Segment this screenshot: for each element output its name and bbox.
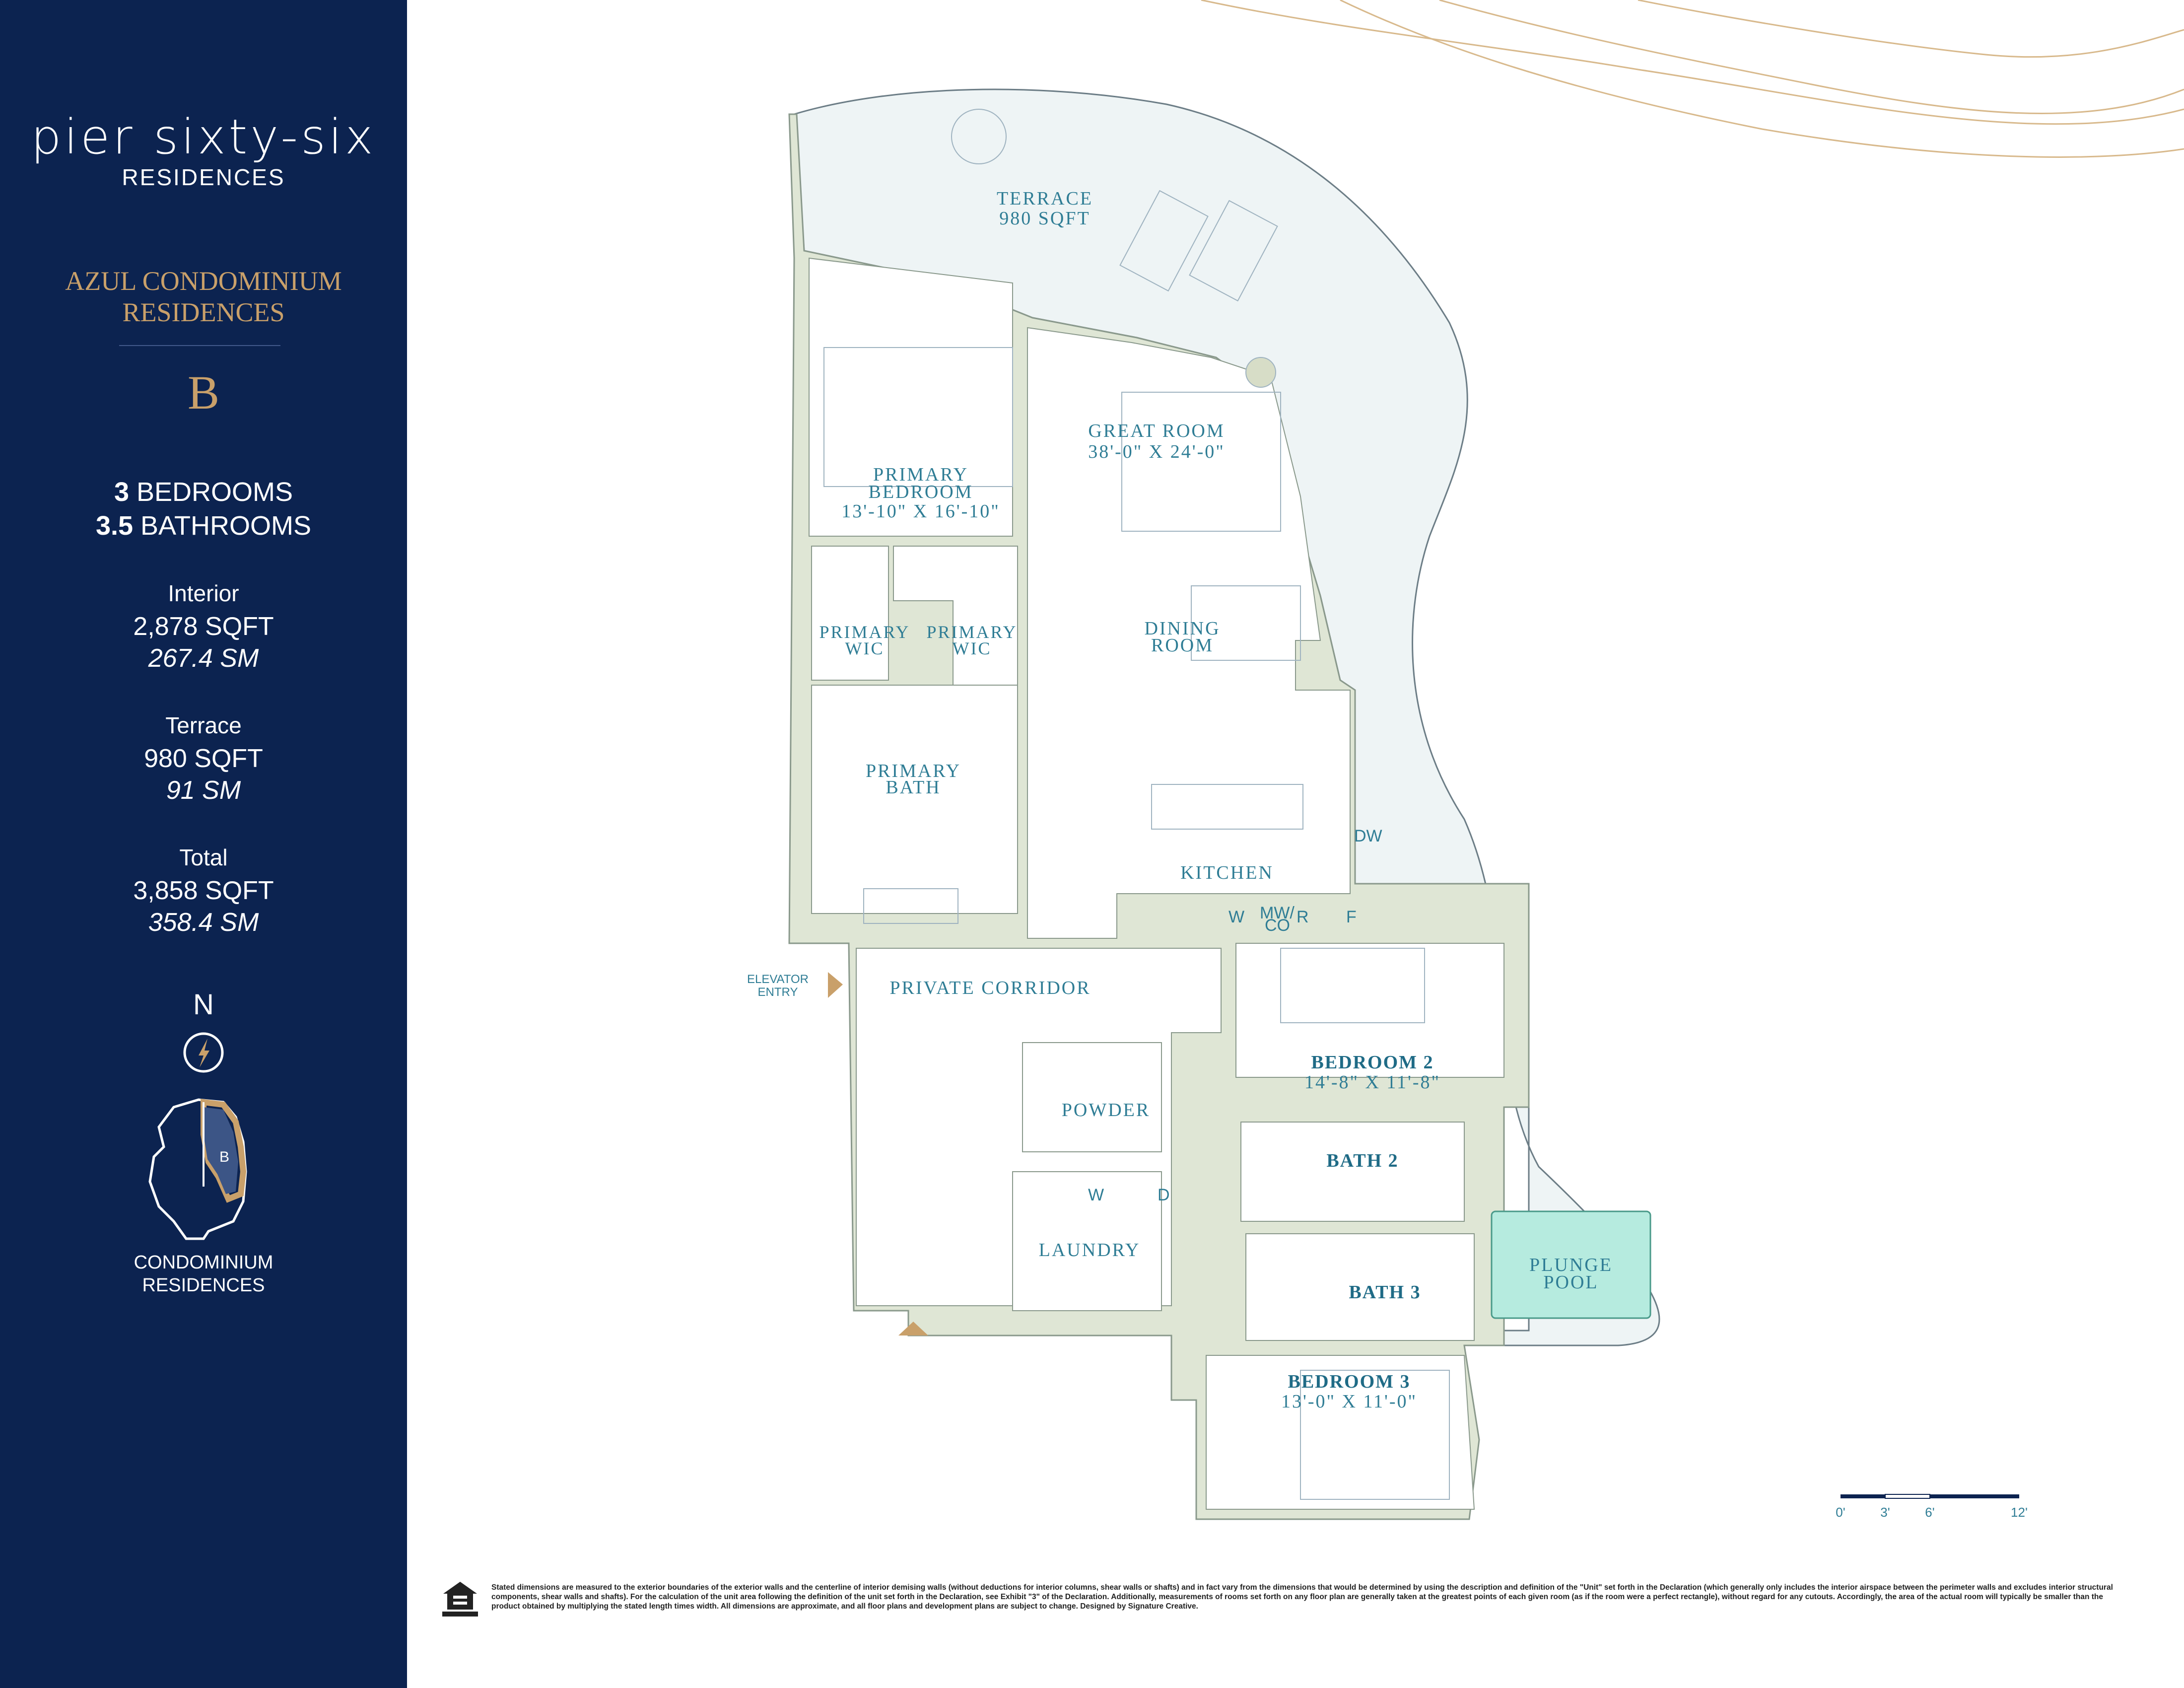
label-plunge-2: POOL xyxy=(1543,1272,1598,1293)
keyplan-caption-2: RESIDENCES xyxy=(142,1275,265,1296)
label-great-room-dim: 38'-0" X 24'-0" xyxy=(1088,441,1225,462)
label-terrace: TERRACE xyxy=(997,188,1093,209)
label-bath-2: BATH 2 xyxy=(1326,1150,1398,1171)
total-label: Total xyxy=(179,844,228,870)
scale-12: 12' xyxy=(2011,1505,2028,1520)
label-terrace-area: 980 SQFT xyxy=(999,208,1090,229)
keyplan-unit-label: B xyxy=(219,1149,229,1165)
bathrooms-count: 3.5 xyxy=(95,511,134,541)
scale-6: 6' xyxy=(1925,1505,1934,1520)
label-primary-bedroom-1: PRIMARY xyxy=(873,464,968,485)
plunge-pool xyxy=(1491,1210,1651,1319)
label-refrigerator: R xyxy=(1297,908,1309,926)
bedrooms-label: BEDROOMS xyxy=(136,477,293,507)
bathrooms-label: BATHROOMS xyxy=(140,511,312,541)
bathrooms-spec: 3.5 BATHROOMS xyxy=(0,510,407,541)
label-primary-bedroom-2: BEDROOM xyxy=(868,482,973,502)
label-freezer: F xyxy=(1346,908,1357,926)
label-bath-3: BATH 3 xyxy=(1349,1282,1421,1303)
bedrooms-count: 3 xyxy=(114,477,129,507)
label-elevator-2: ENTRY xyxy=(758,985,798,999)
label-primary-wic-a-2: WIC xyxy=(845,638,885,658)
label-plunge-1: PLUNGE xyxy=(1529,1255,1613,1275)
collection-line-2: RESIDENCES xyxy=(122,297,285,327)
label-laundry: LAUNDRY xyxy=(1039,1240,1141,1261)
label-bedroom-2: BEDROOM 2 xyxy=(1311,1052,1433,1073)
room-fills xyxy=(809,257,1504,1510)
label-primary-bath-1: PRIMARY xyxy=(866,761,961,781)
interior-sqft: 2,878 SQFT xyxy=(133,612,274,641)
terrace-sm: 91 SM xyxy=(166,776,241,805)
label-dishwasher: DW xyxy=(1354,827,1382,845)
compass-icon xyxy=(183,1032,224,1073)
secondary-entry-arrow xyxy=(898,1322,928,1336)
decorative-wave-lines xyxy=(1201,0,2184,158)
keyplan-caption-1: CONDOMINIUM xyxy=(134,1252,273,1273)
label-primary-bath-2: BATH xyxy=(886,777,941,798)
total-sm: 358.4 SM xyxy=(148,908,259,937)
terrace-sqft: 980 SQFT xyxy=(144,744,263,773)
brand-subtitle: RESIDENCES xyxy=(122,164,285,190)
label-dryer: D xyxy=(1158,1186,1170,1204)
terrace-area xyxy=(793,88,1660,1346)
label-private-corridor: PRIVATE CORRIDOR xyxy=(889,978,1091,998)
keyplan-icon: B xyxy=(148,1098,247,1240)
bedrooms-spec: 3 BEDROOMS xyxy=(0,477,407,507)
label-kitchen-w: W xyxy=(1228,908,1244,926)
label-bedroom-3: BEDROOM 3 xyxy=(1288,1371,1410,1392)
label-powder: POWDER xyxy=(1062,1100,1150,1121)
interior-sm: 267.4 SM xyxy=(148,644,259,673)
scale-0: 0' xyxy=(1836,1505,1845,1520)
label-primary-wic-a-1: PRIMARY xyxy=(819,622,910,642)
scale-3: 3' xyxy=(1880,1505,1890,1520)
label-dining-2: ROOM xyxy=(1151,635,1214,656)
compass-north-label: N xyxy=(193,988,214,1021)
label-elevator-1: ELEVATOR xyxy=(747,973,809,986)
label-kitchen: KITCHEN xyxy=(1180,862,1274,883)
disclaimer-text: Stated dimensions are measured to the ex… xyxy=(491,1583,2113,1611)
collection-line-1: AZUL CONDOMINIUM xyxy=(65,266,342,296)
label-primary-bedroom-dim: 13'-10" X 16'-10" xyxy=(841,501,1000,522)
brand-logo: pier sixty-six xyxy=(31,109,376,165)
label-bedroom-2-dim: 14'-8" X 11'-8" xyxy=(1304,1072,1440,1093)
furniture-lines xyxy=(823,109,1450,1500)
label-primary-wic-b-1: PRIMARY xyxy=(926,622,1017,642)
scale-bar: 0' 3' 6' 12' xyxy=(1836,1494,2028,1520)
elevator-entry-arrow xyxy=(828,972,843,998)
sidebar-divider xyxy=(119,345,280,346)
total-sqft: 3,858 SQFT xyxy=(133,876,274,905)
label-bedroom-3-dim: 13'-0" X 11'-0" xyxy=(1281,1391,1417,1412)
label-mw: MW/ xyxy=(1260,904,1295,922)
label-washer: W xyxy=(1088,1186,1104,1204)
sidebar: pier sixty-six RESIDENCES AZUL CONDOMINI… xyxy=(0,0,407,1688)
label-co: CO xyxy=(1265,916,1290,935)
terrace-label: Terrace xyxy=(165,712,242,738)
equal-housing-icon xyxy=(442,1582,478,1617)
interior-label: Interior xyxy=(168,580,239,606)
unit-letter: B xyxy=(187,366,220,419)
label-great-room: GREAT ROOM xyxy=(1088,421,1225,441)
label-primary-wic-b-2: WIC xyxy=(953,638,992,658)
label-dining-1: DINING xyxy=(1144,618,1220,639)
